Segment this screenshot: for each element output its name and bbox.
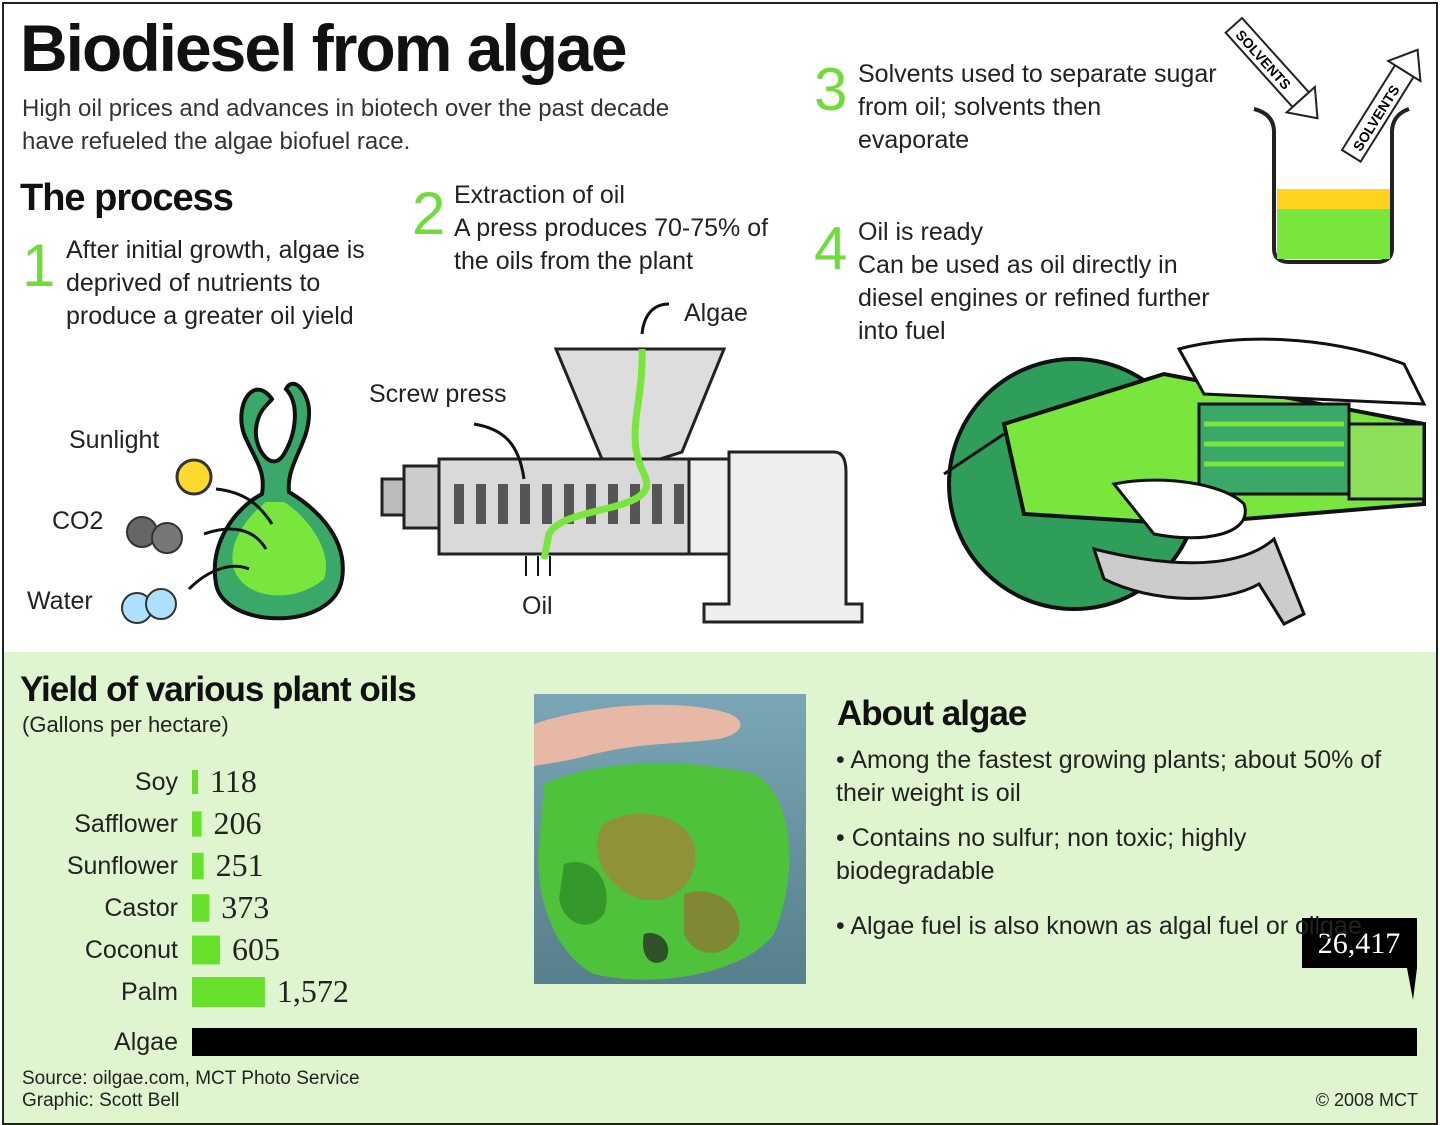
- about-bullet-2: • Contains no sulfur; non toxic; highly …: [836, 824, 1247, 885]
- sun-icon: [175, 458, 213, 496]
- value-callout-pointer: [1407, 968, 1417, 1000]
- source-credit: Source: oilgae.com, MCT Photo Service Gr…: [22, 1068, 360, 1112]
- co2-label: CO2: [52, 507, 104, 535]
- category-label: Castor: [104, 894, 178, 922]
- category-label: Safflower: [74, 810, 178, 838]
- bar-safflower: [192, 811, 202, 837]
- bar-palm: [192, 977, 265, 1007]
- step-3-number: 3: [814, 56, 848, 123]
- chart-title: Yield of various plant oils: [20, 670, 417, 709]
- bar-soy: [192, 770, 198, 794]
- algae-input-label: Algae: [684, 299, 748, 327]
- process-illustrations: SOLVENTS SOLVENTS: [121, 16, 1427, 626]
- step-1-text: After initial growth, algae is deprived …: [66, 236, 365, 330]
- category-label: Sunflower: [67, 852, 178, 880]
- value-label: 118: [210, 763, 257, 799]
- category-label: Coconut: [85, 936, 178, 964]
- graphic-credit: Graphic: Scott Bell: [22, 1090, 180, 1111]
- value-label: 206: [214, 805, 262, 841]
- copyright: © 2008 MCT: [1315, 1090, 1418, 1110]
- screw-press-label: Screw press: [369, 380, 507, 408]
- step-3-text: Solvents used to separate sugar from oil…: [858, 60, 1217, 154]
- bar-algae: [192, 1028, 1417, 1056]
- about-bullet-3: • Algae fuel is also known as algal fuel…: [836, 912, 1362, 940]
- process-heading: The process: [20, 177, 234, 219]
- bar-castor: [192, 894, 210, 922]
- step-2-number: 2: [412, 180, 446, 247]
- about-heading: About algae: [837, 694, 1027, 733]
- bottom-panel: Yield of various plant oils (Gallons per…: [4, 652, 1436, 1123]
- chart-subtitle: (Gallons per hectare): [22, 712, 229, 737]
- intro-text: High oil prices and advances in biotech …: [22, 95, 670, 155]
- step-1-number: 1: [22, 232, 56, 299]
- beaker-illustration: SOLVENTS SOLVENTS: [1224, 16, 1422, 264]
- value-label: 1,572: [277, 973, 349, 1009]
- screw-press-illustration: [380, 302, 864, 624]
- step-2-text: Extraction of oil A press produces 70-75…: [454, 181, 769, 275]
- value-label: 26,417: [1318, 927, 1401, 960]
- source-line: Source: oilgae.com, MCT Photo Service: [22, 1068, 360, 1089]
- value-label: 605: [232, 931, 280, 967]
- bar-coconut: [192, 935, 221, 965]
- water-label: Water: [27, 587, 93, 615]
- algae-photo: [534, 694, 806, 984]
- fuel-nozzle-illustration: [943, 337, 1427, 626]
- sunlight-label: Sunlight: [69, 426, 160, 454]
- oil-output-label: Oil: [522, 592, 553, 620]
- category-label: Soy: [135, 768, 179, 796]
- bar-sunflower: [192, 852, 204, 880]
- value-callout-box: [1302, 918, 1417, 968]
- about-bullet-1: • Among the fastest growing plants; abou…: [836, 746, 1382, 807]
- value-label: 251: [216, 847, 264, 883]
- algae-cell-illustration: [121, 381, 345, 624]
- solvents-arrow-in-label: SOLVENTS: [1232, 27, 1294, 93]
- step-4-text: Oil is ready Can be used as oil directly…: [858, 218, 1210, 345]
- main-title: Biodiesel from algae: [20, 11, 628, 85]
- category-label: Algae: [114, 1028, 178, 1056]
- step-4-number: 4: [814, 215, 848, 282]
- category-label: Palm: [121, 978, 178, 1006]
- value-label: 373: [221, 889, 269, 925]
